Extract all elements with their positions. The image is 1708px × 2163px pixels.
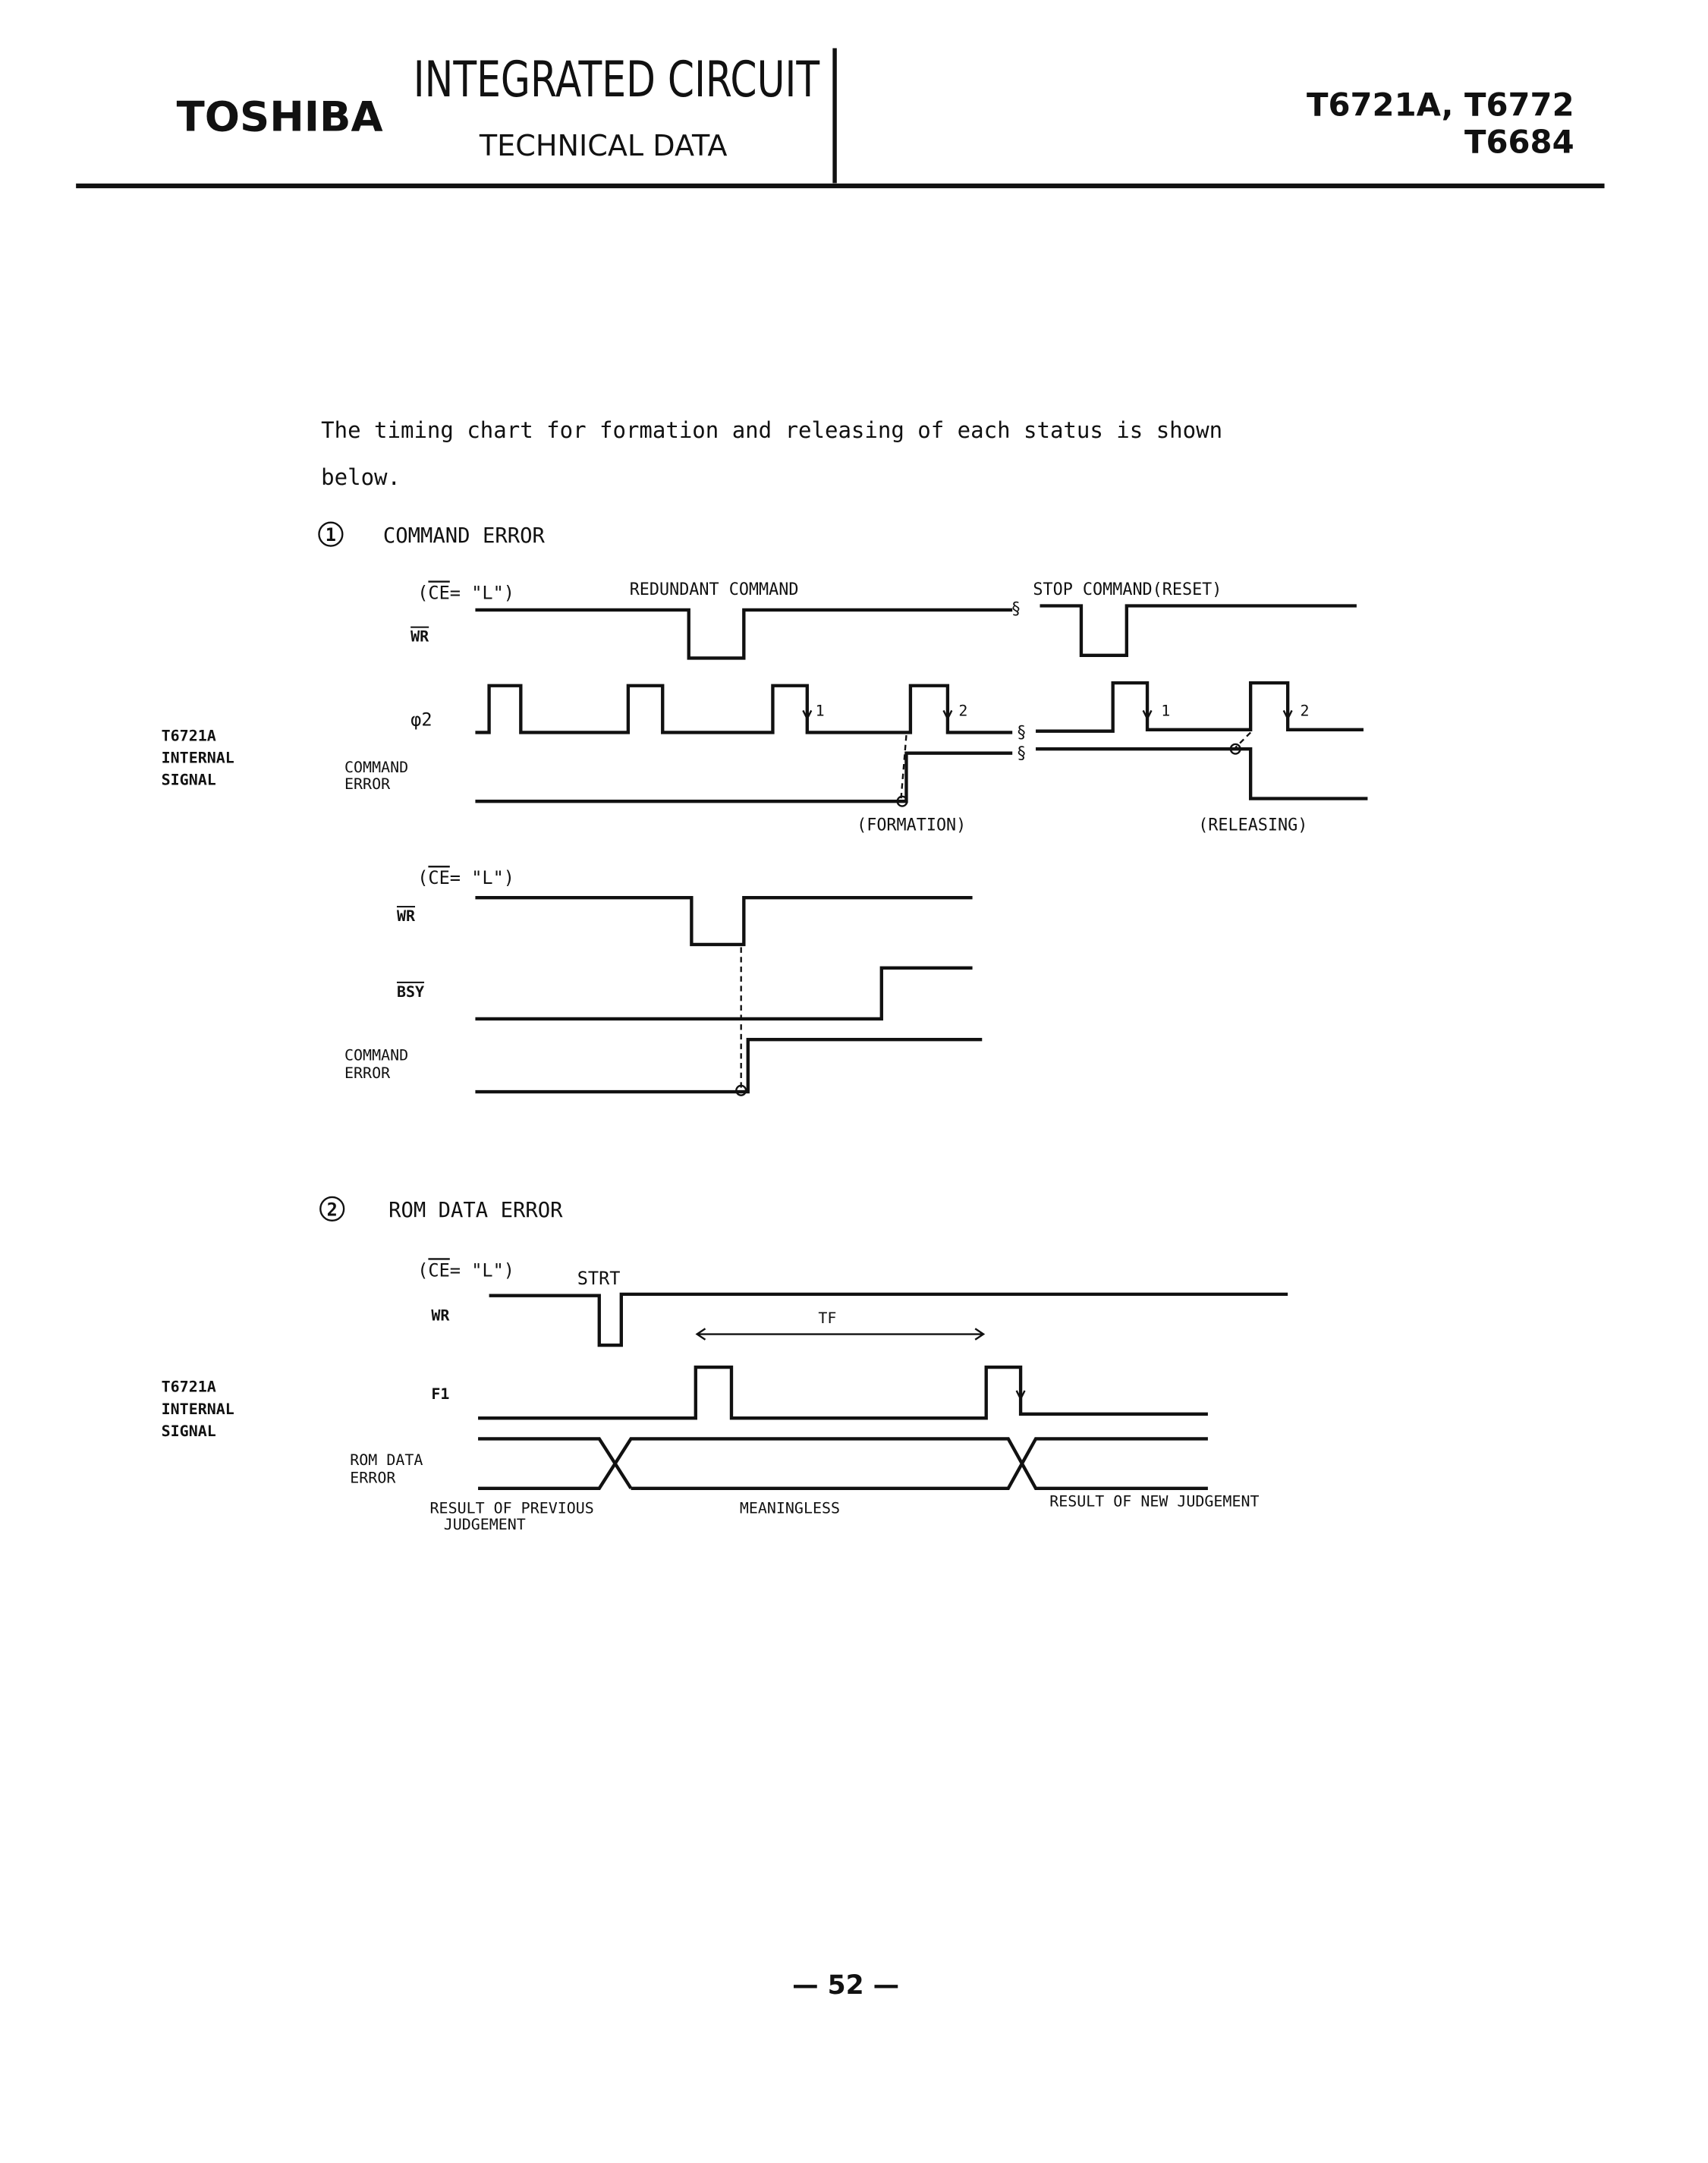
break-mark: §: [1011, 599, 1021, 618]
svg-text:JUDGEMENT: JUDGEMENT: [444, 1515, 526, 1533]
svg-text:1: 1: [326, 524, 336, 545]
svg-text:2: 2: [958, 702, 967, 720]
section-title: COMMAND ERROR: [383, 524, 546, 548]
svg-text:1: 1: [816, 702, 825, 720]
tf-label: TF: [818, 1309, 836, 1327]
phi2-waveform: [475, 681, 1364, 734]
break-mark: §: [1017, 724, 1027, 743]
rom-data-error-bus: [478, 1437, 1208, 1490]
releasing-label: (RELEASING): [1198, 816, 1307, 835]
part-numbers: T6721A, T6772: [1307, 86, 1574, 123]
svg-text:SIGNAL: SIGNAL: [162, 1422, 216, 1440]
releasing-point: [1229, 743, 1241, 755]
circled-number-icon: [319, 1196, 345, 1221]
strt-label: STRT: [577, 1268, 621, 1289]
tf-arrow: [695, 1328, 986, 1341]
svg-text:ERROR: ERROR: [350, 1469, 396, 1487]
wr-label-3: WR: [431, 1306, 450, 1324]
header: TOSHIBA INTEGRATED CIRCUIT TECHNICAL DAT…: [76, 48, 1605, 189]
command-error-waveform-2: [475, 1037, 983, 1094]
intro-text: The timing chart for formation and relea…: [321, 417, 1222, 443]
formation-label: (FORMATION): [857, 816, 966, 835]
section-rom-data-error: 2 ROM DATA ERROR (CE= "L") STRT WR TF F1…: [162, 1196, 1288, 1533]
document-title: INTEGRATED CIRCUIT: [414, 51, 820, 108]
meaningless-label: MEANINGLESS: [740, 1498, 840, 1517]
wr-waveform-2: [475, 896, 973, 947]
document-subtitle: TECHNICAL DATA: [479, 129, 728, 162]
svg-text:SIGNAL: SIGNAL: [162, 770, 216, 788]
wr-label-2: WR: [397, 907, 416, 925]
svg-text:T6721A: T6721A: [162, 1378, 216, 1396]
redundant-command-label: REDUNDANT COMMAND: [630, 580, 799, 599]
formation-point: [896, 795, 908, 807]
svg-text:ERROR: ERROR: [344, 1064, 391, 1082]
command-error-label-2: COMMAND: [344, 1045, 408, 1064]
section-title-2: ROM DATA ERROR: [388, 1199, 563, 1222]
ce-condition: (CE= "L"): [417, 582, 514, 603]
bsy-label: BSY: [397, 982, 424, 1001]
svg-text:2: 2: [1300, 702, 1309, 720]
break-mark: §: [1017, 744, 1027, 763]
part-numbers-2: T6684: [1464, 123, 1574, 160]
wr-waveform: [475, 604, 1357, 660]
svg-text:ERROR: ERROR: [344, 775, 391, 793]
previous-result-label: RESULT OF PREVIOUS: [430, 1498, 594, 1517]
rom-data-error-label: ROM DATA: [350, 1451, 423, 1469]
svg-text:INTERNAL: INTERNAL: [162, 748, 234, 766]
page-number: — 52 —: [792, 1970, 899, 2001]
f1-label: F1: [431, 1385, 449, 1403]
svg-text:1: 1: [1161, 702, 1170, 720]
f1-waveform: [478, 1365, 1208, 1420]
command-error-label: COMMAND: [344, 758, 408, 776]
formation-point-2: [735, 1084, 747, 1096]
section-command-error: 1 COMMAND ERROR (CE= "L") REDUNDANT COMM…: [162, 521, 1368, 1096]
side-label: T6721A INTERNAL SIGNAL: [162, 726, 234, 788]
ce-condition-3: (CE= "L"): [417, 1259, 514, 1281]
command-error-waveform: [475, 747, 1368, 803]
wr-label: WR: [410, 627, 429, 646]
wr-waveform-3: [489, 1292, 1288, 1347]
intro-text-2: below.: [321, 464, 401, 490]
brand-logo: TOSHIBA: [177, 92, 383, 140]
bsy-waveform: [475, 966, 973, 1021]
svg-text:INTERNAL: INTERNAL: [162, 1400, 234, 1418]
new-result-label: RESULT OF NEW JUDGEMENT: [1049, 1492, 1259, 1510]
stop-command-label: STOP COMMAND(RESET): [1033, 580, 1222, 599]
phi2-label: φ2: [410, 709, 432, 730]
edge-markers: 1 2 1 2: [802, 695, 1310, 721]
svg-text:T6721A: T6721A: [162, 726, 216, 744]
ce-condition-2: (CE= "L"): [417, 867, 514, 888]
circled-number-icon: [318, 521, 344, 547]
svg-text:2: 2: [327, 1199, 338, 1220]
side-label-2: T6721A INTERNAL SIGNAL: [162, 1378, 234, 1440]
